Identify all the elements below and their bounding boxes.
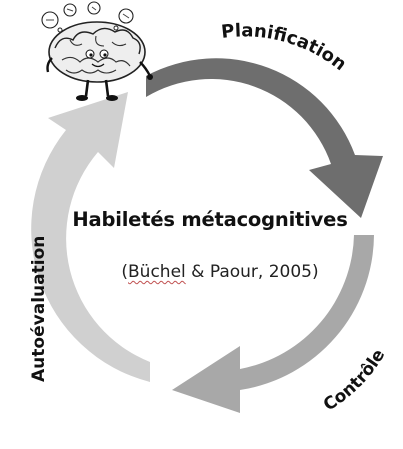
citation: (Büchel & Paour, 2005) xyxy=(70,262,370,282)
center-title: Habiletés métacognitives xyxy=(72,208,348,231)
citation-rest: & Paour, 2005) xyxy=(185,262,319,282)
controle-arrow xyxy=(172,235,374,413)
citation-author-buchel: Büchel xyxy=(128,262,186,282)
autoevaluation-label: Autoévaluation xyxy=(29,236,49,382)
controle-label: Contrôle xyxy=(320,346,389,416)
planification-arrow xyxy=(146,58,383,219)
autoevaluation-arrow xyxy=(31,92,150,382)
citation-open-paren: ( xyxy=(121,262,129,282)
brain-character-icon xyxy=(41,1,153,101)
